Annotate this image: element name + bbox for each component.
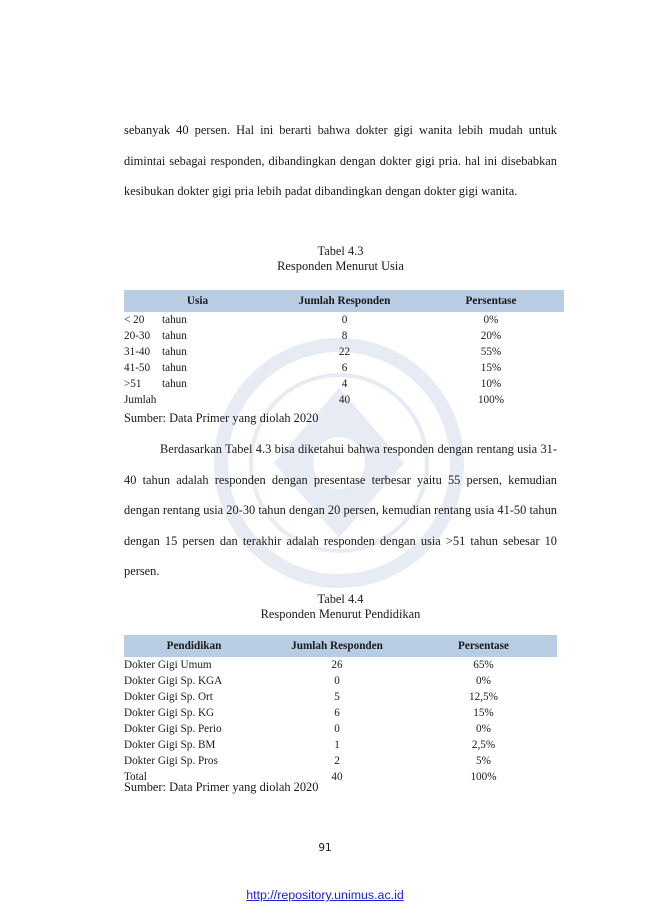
table-total-row: Total 40 100%: [124, 769, 557, 785]
table-4-3-number: Tabel 4.3: [317, 244, 364, 258]
count-cell: 4: [341, 378, 348, 390]
education-label: Dokter Gigi Sp. KGA: [124, 675, 223, 687]
count-cell: 2: [334, 755, 340, 767]
age-unit: tahun: [162, 378, 187, 390]
header-persentase: Persentase: [410, 635, 557, 657]
percent-cell: 0%: [483, 314, 499, 326]
count-cell: 0: [334, 675, 340, 687]
percent-cell: 12,5%: [469, 691, 498, 703]
table-row: 31-40 tahun 22 55%: [124, 344, 564, 360]
table-row: Dokter Gigi Sp. BM 1 2,5%: [124, 737, 557, 753]
table-responden-usia: Usia Jumlah Responden Persentase < 20 tah…: [124, 290, 564, 408]
total-label: Total: [124, 771, 147, 783]
total-count: 40: [338, 394, 351, 406]
table-row: >51 tahun 4 10%: [124, 376, 564, 392]
percent-cell: 15%: [473, 707, 494, 719]
count-cell: 0: [334, 723, 340, 735]
age-unit: tahun: [162, 362, 187, 374]
age-range: 20-30: [124, 330, 151, 342]
count-cell: 8: [341, 330, 348, 342]
header-persentase: Persentase: [418, 290, 564, 312]
percent-cell: 15%: [480, 362, 502, 374]
table-row: Dokter Gigi Sp. Pros 2 5%: [124, 753, 557, 769]
table-4-4-number: Tabel 4.4: [317, 592, 364, 606]
total-label: Jumlah: [124, 394, 157, 406]
table-row: Dokter Gigi Sp. KG 6 15%: [124, 705, 557, 721]
table-4-3-title: Responden Menurut Usia: [277, 259, 404, 273]
age-range: 31-40: [124, 346, 151, 358]
percent-cell: 55%: [480, 346, 502, 358]
percent-cell: 10%: [480, 378, 502, 390]
total-percent: 100%: [477, 394, 505, 406]
percent-cell: 65%: [473, 659, 494, 671]
count-cell: 6: [334, 707, 340, 719]
table-row: Dokter Gigi Sp. Perio 0 0%: [124, 721, 557, 737]
percent-cell: 0%: [476, 723, 491, 735]
count-cell: 5: [334, 691, 340, 703]
table-responden-pendidikan: Pendidikan Jumlah Responden Persentase D…: [124, 635, 557, 785]
page-number: 91: [318, 842, 332, 854]
total-percent: 100%: [470, 771, 497, 783]
header-jumlah: Jumlah Responden: [271, 290, 418, 312]
header-jumlah: Jumlah Responden: [264, 635, 410, 657]
age-unit: tahun: [162, 314, 187, 326]
table-row: 41-50 tahun 6 15%: [124, 360, 564, 376]
total-count: 40: [331, 771, 343, 783]
percent-cell: 0%: [476, 675, 491, 687]
education-label: Dokter Gigi Sp. Perio: [124, 723, 222, 735]
table-4-4-source: Sumber: Data Primer yang diolah 2020: [124, 780, 319, 794]
intro-paragraph: sebanyak 40 persen. Hal ini berarti bahw…: [124, 123, 557, 198]
table-total-row: Jumlah 40 100%: [124, 392, 564, 408]
percent-cell: 5%: [476, 755, 491, 767]
education-label: Dokter Gigi Umum: [124, 659, 212, 671]
count-cell: 22: [338, 346, 351, 358]
table-row: Dokter Gigi Umum 26 65%: [124, 657, 557, 673]
age-unit: tahun: [162, 346, 187, 358]
age-range: 41-50: [124, 362, 151, 374]
percent-cell: 20%: [480, 330, 502, 342]
percent-cell: 2,5%: [471, 739, 496, 751]
table-row: Dokter Gigi Sp. KGA 0 0%: [124, 673, 557, 689]
age-unit: tahun: [162, 330, 187, 342]
education-label: Dokter Gigi Sp. KG: [124, 707, 215, 719]
count-cell: 1: [334, 739, 340, 751]
table-header-row: Pendidikan Jumlah Responden Persentase: [124, 635, 557, 657]
education-label: Dokter Gigi Sp. Pros: [124, 755, 218, 767]
header-pendidikan: Pendidikan: [124, 635, 264, 657]
table-row: Dokter Gigi Sp. Ort 5 12,5%: [124, 689, 557, 705]
analysis-paragraph: Berdasarkan Tabel 4.3 bisa diketahui bah…: [124, 442, 557, 578]
count-cell: 26: [331, 659, 343, 671]
education-label: Dokter Gigi Sp. BM: [124, 739, 216, 751]
table-4-4-caption: Tabel 4.4 Responden Menurut Pendidikan: [124, 592, 557, 622]
table-row: 20-30 tahun 8 20%: [124, 328, 564, 344]
table-4-3-caption: Tabel 4.3 Responden Menurut Usia: [124, 244, 557, 274]
count-cell: 0: [341, 314, 348, 326]
count-cell: 6: [341, 362, 348, 374]
header-usia: Usia: [124, 290, 271, 312]
repository-link[interactable]: http://repository.unimus.ac.id: [246, 888, 404, 902]
education-label: Dokter Gigi Sp. Ort: [124, 691, 213, 703]
age-range: < 20: [124, 314, 145, 326]
age-range: >51: [124, 378, 142, 390]
table-row: < 20 tahun 0 0%: [124, 312, 564, 328]
table-4-3-source: Sumber: Data Primer yang diolah 2020: [124, 411, 319, 425]
table-header-row: Usia Jumlah Responden Persentase: [124, 290, 564, 312]
table-4-4-title: Responden Menurut Pendidikan: [260, 607, 421, 621]
